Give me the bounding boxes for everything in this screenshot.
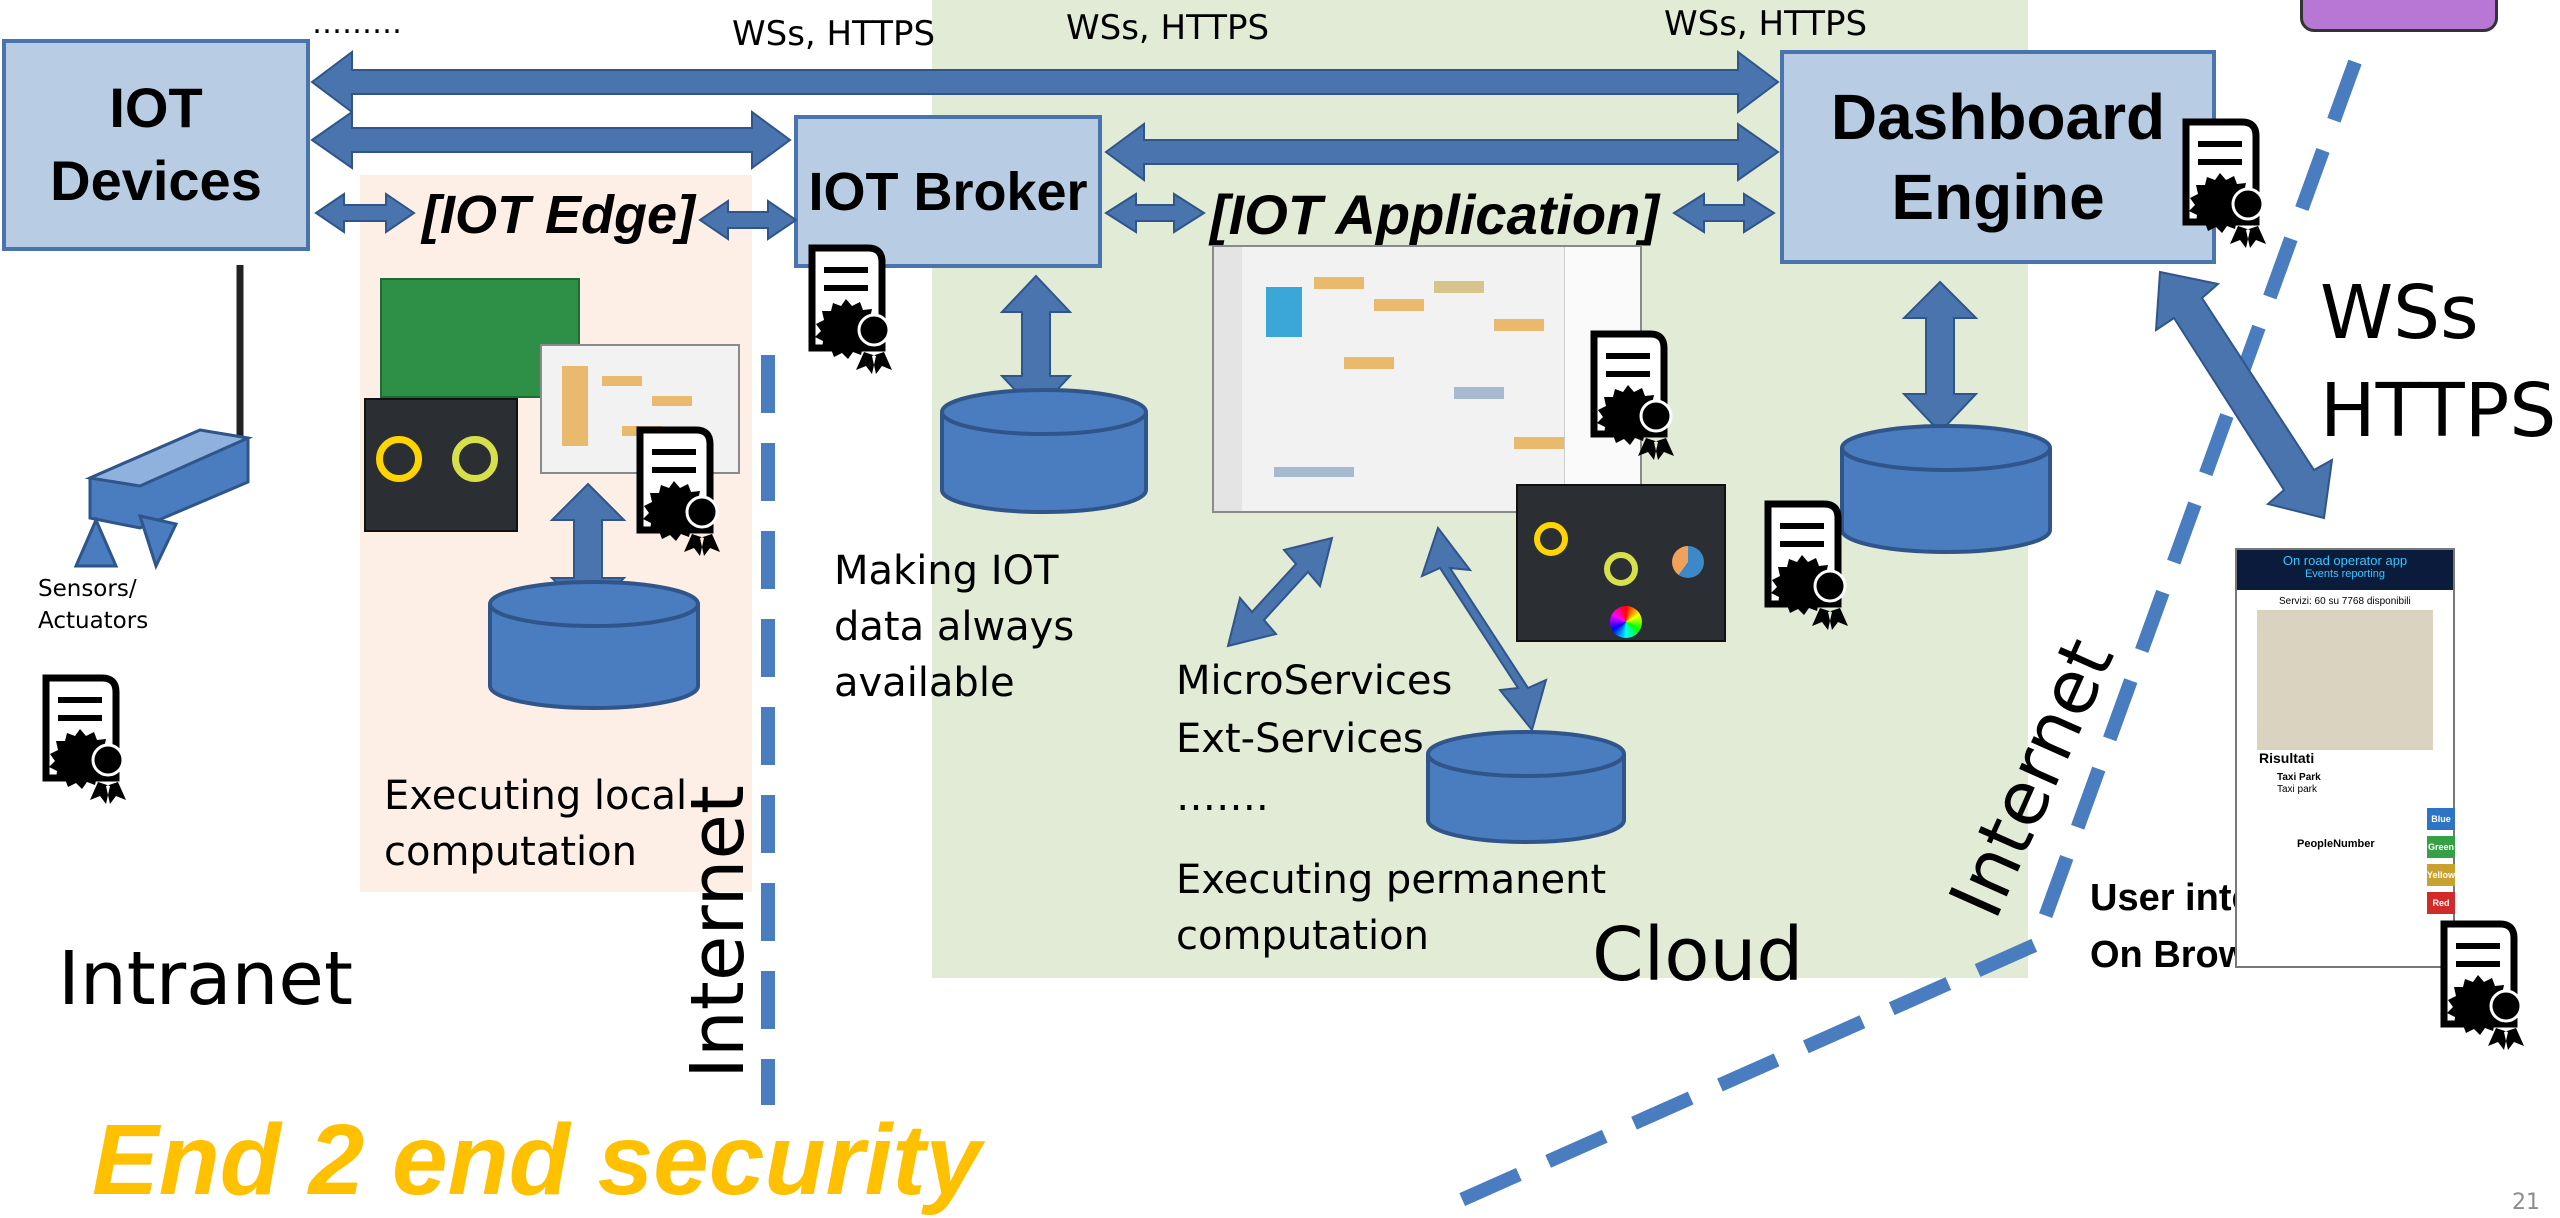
phone-result-item[interactable]: Taxi Park [2277,772,2321,783]
green-button[interactable]: Green [2427,836,2455,858]
application-database [1426,730,1626,844]
phone-color-buttons: Blue Green Yellow Red [2427,808,2455,914]
phone-map[interactable] [2257,610,2433,750]
certificate-icon-edge [640,430,720,556]
iot-broker-box[interactable]: IOT Broker [794,115,1102,268]
iot-devices-box[interactable]: IOT Devices [2,39,310,251]
internet-dashed-line-right [1447,59,2362,1211]
footer-title: End 2 end security [92,1104,982,1216]
yellow-button[interactable]: Yellow [2427,864,2455,886]
certificate-icon-dashboard-db [1768,504,1848,630]
dashboard-database [1840,424,2052,554]
wss-label: WSs [2320,270,2479,356]
horizontal-arrows [310,50,1780,241]
cloud-label: Cloud [1592,912,1804,998]
making-iot-text: Making IOT data always available [834,548,1075,706]
protocol-label-3: WSs, HTTPS [1664,4,1868,44]
certificate-icon-application [1594,334,1674,460]
dashboard-screenshot [1516,484,1726,642]
iot-devices-label: IOT Devices [50,76,262,212]
blue-button[interactable]: Blue [2427,808,2455,830]
edge-database [488,580,700,710]
shadow-database [940,388,1148,514]
dots-label: ……… [312,6,402,41]
dashboard-engine-box[interactable]: Dashboard Engine [1780,50,2216,264]
certificate-icon-intranet [46,678,126,804]
phone-counter-label: PeopleNumber [2297,838,2375,850]
protocol-label-1: WSs, HTTPS [732,14,936,54]
phone-result-sub: Taxi park [2277,784,2318,795]
red-button[interactable]: Red [2427,892,2455,914]
certificate-icon-broker [812,248,892,374]
executing-permanent-text: Executing permanent computation [1176,857,1607,959]
top-right-app-icon [2300,0,2498,32]
router-icon [73,265,254,571]
iot-edge-label: [IOT Edge] [422,185,695,245]
iot-application-label: [IOT Application] [1210,183,1659,246]
edge-flow-screenshot [540,344,740,474]
executing-local-text: Executing local computation [384,773,688,875]
phone-results-label: Risultati [2259,750,2315,766]
vertical-arrows [549,270,2334,733]
microservices-text: MicroServices Ext-Services ……. [1176,658,1453,820]
certificate-icon-browser [2444,924,2524,1050]
node-red-flow-screenshot [1212,245,1642,513]
sensors-label: Sensors/ Actuators [38,576,149,635]
edge-dashboard-screenshot [364,398,518,532]
protocol-label-2: WSs, HTTPS [1066,8,1270,48]
phone-services-text: Servizi: 60 su 7768 disponibili [2279,596,2411,607]
https-label: HTTPS [2320,368,2557,454]
phone-app[interactable]: On road operator app Events reporting Se… [2235,548,2455,968]
intranet-label: Intranet [58,936,353,1022]
certificate-icon-dashboard [2186,122,2266,248]
iot-broker-label: IOT Broker [808,161,1088,222]
phone-header: On road operator app Events reporting [2237,550,2453,590]
dashboard-engine-label: Dashboard Engine [1830,81,2166,233]
